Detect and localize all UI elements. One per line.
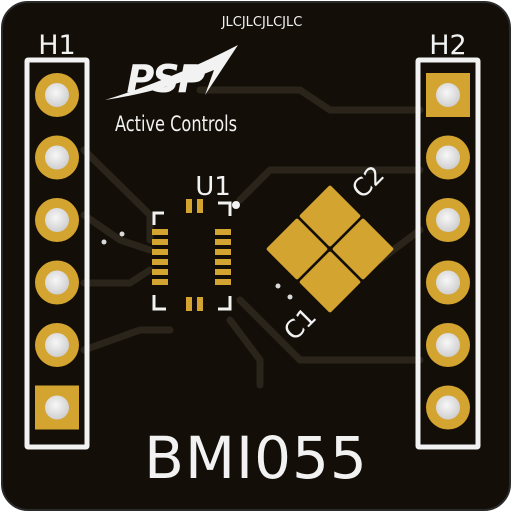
header-h2: H2 [415,30,481,450]
header-h2-pins [426,73,470,430]
h1-pin-3 [35,198,79,242]
fab-order-text: JLCJLCJLCJLC [221,15,303,30]
h1-pin-1 [35,73,79,117]
c2-pad-b [332,218,394,280]
h2-pin-5 [426,323,470,367]
h1-pin-hole [45,333,69,357]
board-title: BMI055 [144,424,368,492]
c1-pad-a [266,218,328,280]
logo-subtitle: Active Controls [115,112,237,136]
h1-pin-hole [45,208,69,232]
h1-pin-hole [45,83,69,107]
h2-pin-hole [436,333,460,357]
header-h1-label: H1 [38,30,75,61]
h2-pin-1 [426,73,470,117]
component-u1: U1 [152,172,240,311]
company-logo: PSP Active Controls [105,45,238,136]
u1-pads [152,199,231,311]
header-h1-pins [35,73,79,430]
c1-pad-b [299,251,361,313]
header-h1: H1 [24,30,90,450]
h1-pin-4 [35,260,79,305]
h1-pin-2 [35,135,79,180]
h2-pin-6 [426,385,470,430]
h2-pin-hole [436,270,460,295]
header-h2-outline [415,57,481,450]
vias [101,231,293,300]
h1-pin-hole [45,395,69,420]
h2-pin-hole [436,145,460,170]
header-h1-outline [24,57,90,450]
u1-pin1-marker [232,201,240,209]
h2-pin-hole [436,83,460,107]
h2-pin-4 [426,260,470,305]
h1-pin-5 [35,323,79,367]
h2-pin-2 [426,135,470,180]
u1-ref-label: U1 [195,172,231,202]
h1-pin-hole [45,270,69,295]
h1-pin-6 [35,385,79,430]
h2-pin-hole [436,208,460,232]
header-h2-label: H2 [429,30,466,61]
h2-pin-hole [436,395,460,420]
h1-pin-hole [45,145,69,170]
c2-pad-a [299,185,361,247]
h2-pin-3 [426,198,470,242]
